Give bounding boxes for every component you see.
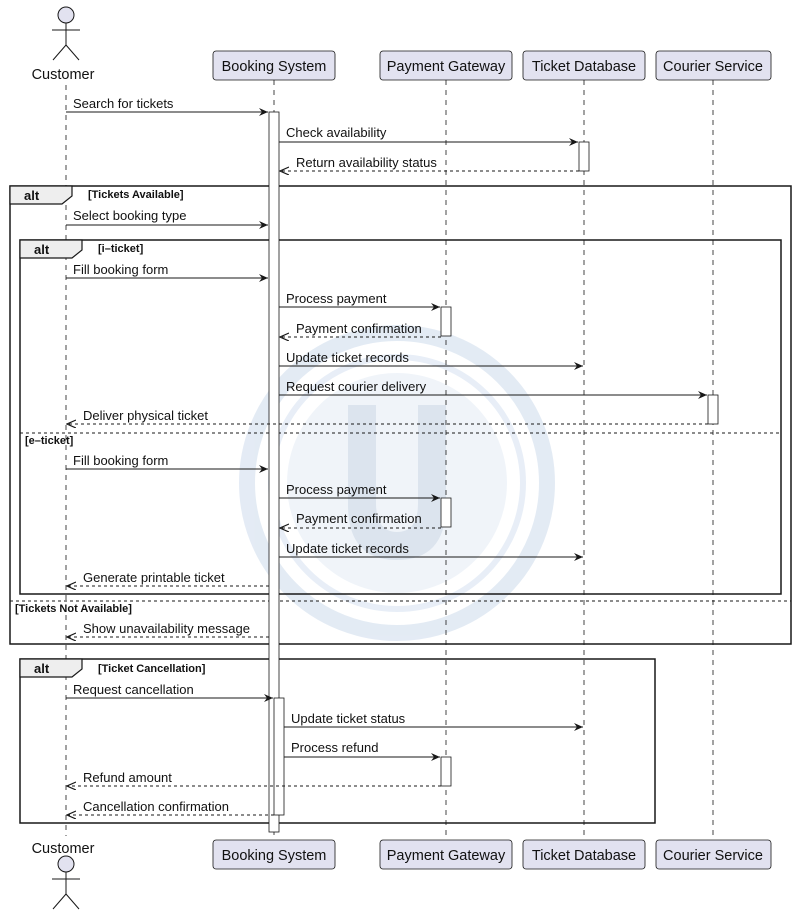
message-label: Search for tickets <box>73 96 174 111</box>
fragment-keyword: alt <box>34 242 50 257</box>
participant-booking-system-top: Booking System <box>212 50 336 81</box>
activations <box>268 111 719 833</box>
message-label: Select booking type <box>73 208 186 223</box>
participant-name: Ticket Database <box>532 848 636 864</box>
stick-figure-icon <box>52 6 80 61</box>
participant-name: Customer <box>32 841 95 857</box>
participant-payment-gateway-top: Payment Gateway <box>379 50 513 81</box>
participant-ticket-database-bottom: Ticket Database <box>522 839 646 870</box>
participant-name: Courier Service <box>663 848 763 864</box>
message-label: Fill booking form <box>73 262 168 277</box>
fragment-guard: [i–ticket] <box>98 243 144 255</box>
message-label: Fill booking form <box>73 453 168 468</box>
message-label: Cancellation confirmation <box>83 799 229 814</box>
message-label: Process payment <box>286 291 387 306</box>
activation-payment-gateway <box>440 306 452 337</box>
message-label: Generate printable ticket <box>83 570 225 585</box>
message-label: Update ticket status <box>291 711 406 726</box>
participant-name: Booking System <box>222 848 327 864</box>
message-label: Check availability <box>286 125 387 140</box>
activation-payment-gateway <box>440 497 452 528</box>
actor-customer-top: Customer <box>32 6 95 83</box>
stick-figure-icon <box>52 855 80 910</box>
actor-customer-bottom: Customer <box>32 841 95 910</box>
participant-name: Payment Gateway <box>387 848 506 864</box>
activation-courier-service <box>707 394 719 425</box>
message-label: Process refund <box>291 740 378 755</box>
message-label: Return availability status <box>296 155 437 170</box>
participant-name: Payment Gateway <box>387 59 506 75</box>
alt-fragment-tickets-available: alt [Tickets Available] [Tickets Not Ava… <box>9 185 792 645</box>
activation-payment-gateway <box>440 756 452 787</box>
fragment-else-guard: [e–ticket] <box>25 435 74 447</box>
message-label: Deliver physical ticket <box>83 408 208 423</box>
participant-name: Ticket Database <box>532 59 636 75</box>
fragment-else-guard: [Tickets Not Available] <box>15 603 132 615</box>
alt-fragment-ticket-cancellation: alt [Ticket Cancellation] <box>19 658 656 824</box>
message-label: Request cancellation <box>73 682 194 697</box>
u-logo-watermark-icon <box>239 325 555 641</box>
alt-fragment-ticket-type: alt [i–ticket] [e–ticket] <box>19 239 782 595</box>
activation-ticket-database <box>578 141 590 172</box>
fragment-guard: [Tickets Available] <box>88 189 184 201</box>
message-label: Update ticket records <box>286 350 409 365</box>
message-label: Payment confirmation <box>296 321 422 336</box>
message-label: Request courier delivery <box>286 379 427 394</box>
participant-courier-service-top: Courier Service <box>655 50 772 81</box>
participant-ticket-database-top: Ticket Database <box>522 50 646 81</box>
message-label: Refund amount <box>83 770 172 785</box>
participant-name: Booking System <box>222 59 327 75</box>
message-label: Update ticket records <box>286 541 409 556</box>
message-label: Process payment <box>286 482 387 497</box>
activation-booking-system <box>268 111 280 833</box>
participant-courier-service-bottom: Courier Service <box>655 839 772 870</box>
message-label: Show unavailability message <box>83 621 250 636</box>
activation-booking-system <box>273 697 285 816</box>
fragment-guard: [Ticket Cancellation] <box>98 663 206 675</box>
message-label: Payment confirmation <box>296 511 422 526</box>
participant-name: Customer <box>32 67 95 83</box>
participant-booking-system-bottom: Booking System <box>212 839 336 870</box>
messages <box>66 108 708 815</box>
fragment-keyword: alt <box>24 188 40 203</box>
participant-name: Courier Service <box>663 59 763 75</box>
message-labels: Search for tickets Check availability Re… <box>73 96 437 814</box>
participant-payment-gateway-bottom: Payment Gateway <box>379 839 513 870</box>
fragment-keyword: alt <box>34 661 50 676</box>
